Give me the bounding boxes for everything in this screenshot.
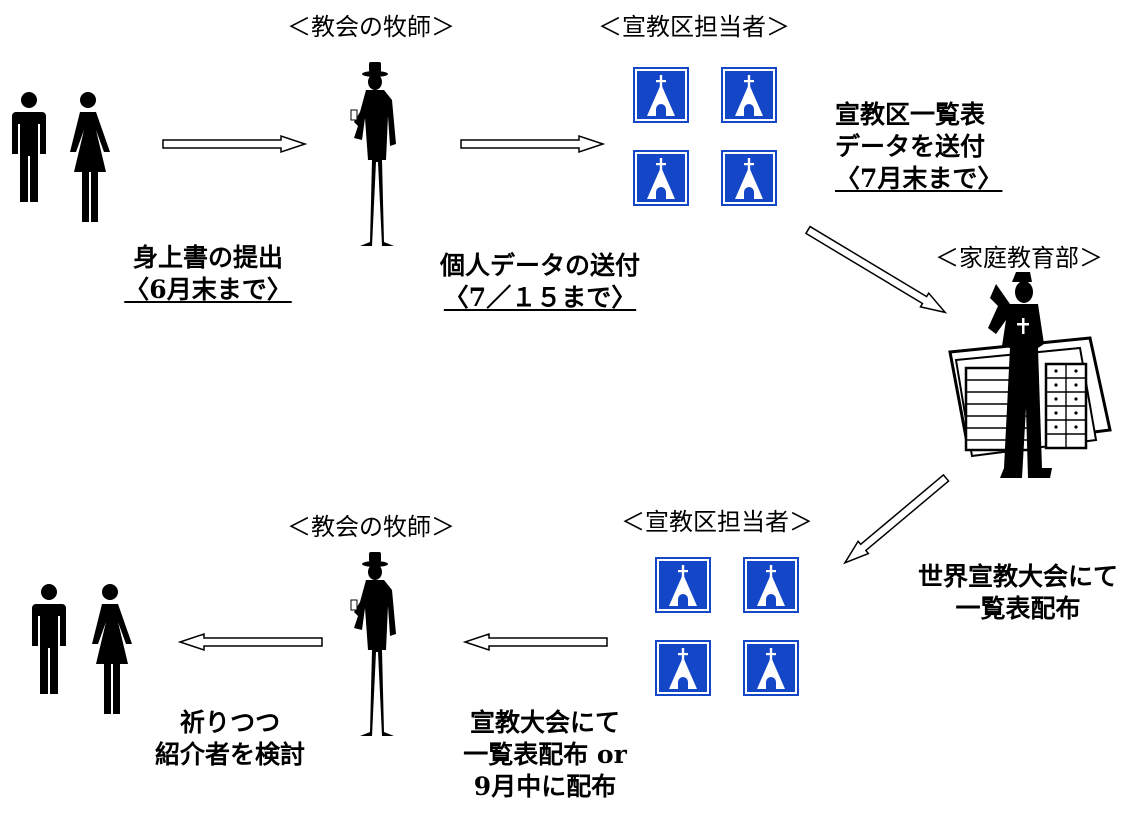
arrow-familydept-to-district bbox=[843, 473, 950, 565]
pastor-bottom-icon bbox=[350, 551, 397, 737]
step2-text: 個人データの送付 bbox=[439, 251, 640, 280]
step6-note: 祈りつつ 紹介者を検討 bbox=[132, 707, 328, 771]
step5-text2: 一覧表配布 or bbox=[463, 740, 627, 769]
clergy-archive-icon bbox=[948, 272, 1112, 478]
step3-note: 宣教区一覧表 データを送付 〈7月末まで〉 bbox=[835, 99, 1035, 195]
arrow-pastor-to-couple bbox=[177, 632, 323, 652]
step6-text1: 祈りつつ bbox=[179, 708, 281, 737]
step3-text2: データを送付 bbox=[835, 132, 986, 161]
step5-note: 宣教大会にて 一覧表配布 or 9月中に配布 bbox=[432, 707, 658, 803]
couple-bottom-icon bbox=[32, 584, 132, 714]
step4-note: 世界宣教大会にて 一覧表配布 bbox=[900, 561, 1136, 625]
step6-text2: 紹介者を検討 bbox=[154, 740, 305, 769]
arrow-district-to-familydept bbox=[804, 225, 948, 314]
step4-text2: 一覧表配布 bbox=[955, 594, 1081, 623]
church-signs-top-icon bbox=[633, 67, 777, 206]
pastor-top-icon bbox=[350, 61, 397, 247]
step3-deadline: 〈7月末まで〉 bbox=[835, 164, 1003, 193]
step1-deadline: 〈6月末まで〉 bbox=[124, 275, 292, 304]
step4-text1: 世界宣教大会にて bbox=[917, 562, 1118, 591]
step2-deadline: 〈7／１５まで〉 bbox=[443, 283, 637, 312]
role-district-bottom: ＜宣教区担当者＞ bbox=[621, 508, 813, 536]
role-pastor-top: ＜教会の牧師＞ bbox=[287, 13, 455, 41]
role-district-top: ＜宣教区担当者＞ bbox=[598, 13, 790, 41]
step1-note: 身上書の提出 〈6月末まで〉 bbox=[108, 242, 308, 306]
step1-text: 身上書の提出 bbox=[132, 243, 283, 272]
arrow-couple-to-pastor bbox=[162, 135, 306, 153]
step3-text1: 宣教区一覧表 bbox=[835, 100, 986, 129]
arrow-district-to-pastor bbox=[462, 632, 608, 652]
step2-note: 個人データの送付 〈7／１５まで〉 bbox=[405, 250, 675, 314]
church-signs-bottom-icon bbox=[655, 557, 799, 696]
role-pastor-bottom: ＜教会の牧師＞ bbox=[287, 513, 455, 541]
role-family-dept: ＜家庭教育部＞ bbox=[935, 244, 1103, 272]
step5-text3: 9月中に配布 bbox=[473, 772, 617, 801]
arrow-pastor-to-district bbox=[460, 135, 604, 153]
couple-top-icon bbox=[12, 92, 110, 222]
step5-text1: 宣教大会にて bbox=[469, 708, 620, 737]
